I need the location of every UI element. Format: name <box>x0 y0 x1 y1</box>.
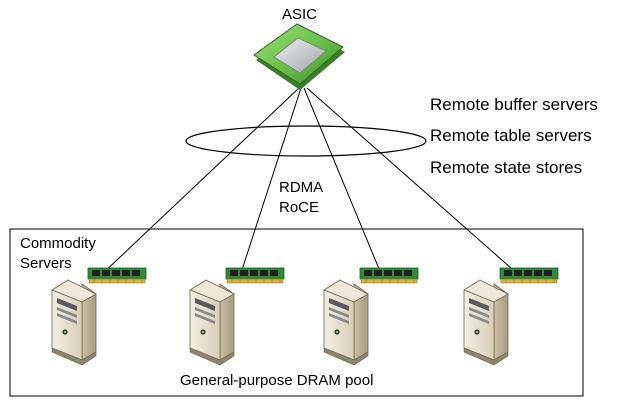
link-server-4 <box>306 87 521 277</box>
link-server-3 <box>303 87 383 277</box>
commodity-label: Commodity <box>20 235 96 252</box>
dram-module-icon <box>499 267 559 284</box>
rdma-label: RDMA <box>279 179 324 196</box>
dram-pool-label: General-purpose DRAM pool <box>180 372 374 389</box>
network-ellipse <box>185 125 427 157</box>
servers-label: Servers <box>20 255 72 272</box>
server-1 <box>51 279 97 366</box>
server-2 <box>189 279 235 366</box>
dram-module-icon <box>87 267 147 284</box>
server-icon <box>51 279 97 366</box>
remote-state-stores-label: Remote state stores <box>430 158 583 177</box>
remote-buffer-servers-label: Remote buffer servers <box>430 95 598 114</box>
connection-lines <box>99 87 521 277</box>
commodity-servers-box <box>9 228 584 397</box>
server-icon <box>463 279 509 366</box>
server-3 <box>323 279 369 366</box>
dram-module-icon <box>359 267 419 284</box>
link-server-1 <box>99 87 300 277</box>
server-4 <box>463 279 509 366</box>
asic-label: ASIC <box>282 6 318 23</box>
server-icon <box>323 279 369 366</box>
remote-table-servers-label: Remote table servers <box>430 126 592 145</box>
chip-icon <box>253 23 345 90</box>
dram-module-1 <box>87 267 147 284</box>
dram-module-icon <box>225 267 285 284</box>
dram-module-4 <box>499 267 559 284</box>
server-icon <box>189 279 235 366</box>
link-server-2 <box>239 87 302 277</box>
dram-module-3 <box>359 267 419 284</box>
roce-label: RoCE <box>279 199 320 216</box>
dram-module-2 <box>225 267 285 284</box>
